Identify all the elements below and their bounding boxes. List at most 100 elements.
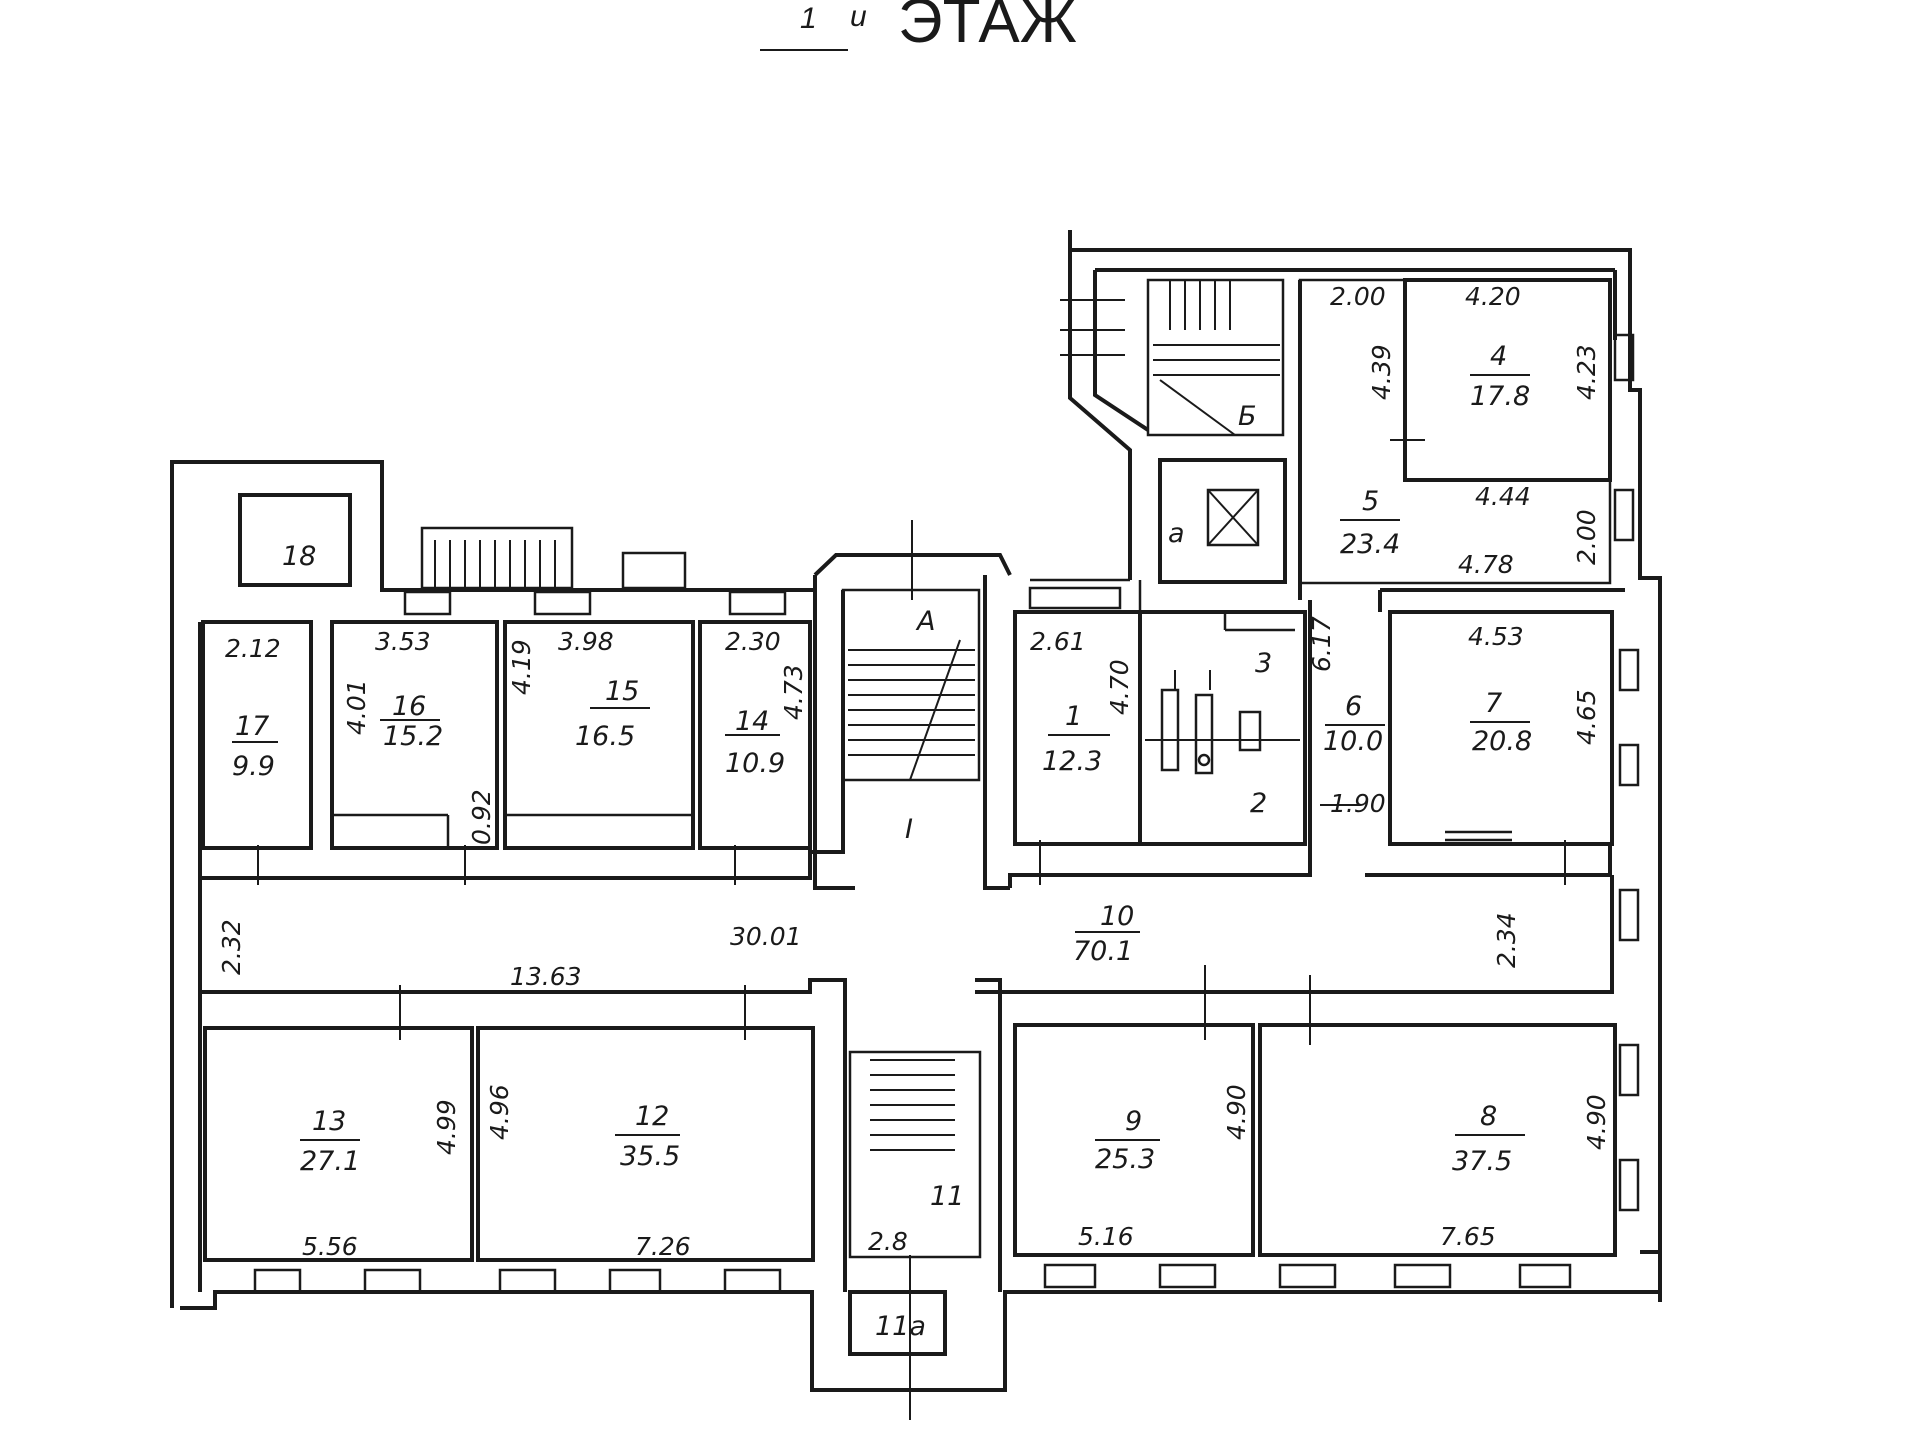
room-number: 8: [1480, 1101, 1497, 1132]
room-number: 13: [312, 1106, 346, 1137]
room-label-8: 8 37.5: [1452, 1101, 1525, 1177]
window-markers: [253, 333, 1640, 1294]
room-number: 2: [1250, 788, 1267, 819]
room-number: 14: [735, 706, 769, 737]
dim-label: 4.39: [1367, 344, 1396, 400]
room-label-9: 9 25.3: [1095, 1106, 1160, 1175]
stair-small-icon: [870, 1059, 955, 1151]
room-label-10: 10 70.1: [1073, 901, 1140, 967]
stair-b-icon: [1060, 280, 1280, 436]
room-label-4: 4 17.8: [1470, 341, 1530, 412]
room-area: 37.5: [1452, 1146, 1512, 1177]
floor-word: ЭТАЖ: [898, 0, 1077, 56]
dim-label: 0.92: [467, 789, 496, 845]
balcony-railing-icon: [434, 540, 556, 588]
room-area: 70.1: [1073, 936, 1133, 967]
room-number: 1: [1065, 701, 1082, 732]
dim-label: 4.65: [1572, 689, 1601, 745]
room-area: 10.0: [1323, 726, 1383, 757]
dim-label: 7.26: [635, 1232, 691, 1261]
stair-a-label: А: [915, 606, 935, 637]
room-number: 4: [1490, 341, 1507, 372]
room-number: 17: [235, 711, 269, 742]
room-area: 35.5: [620, 1141, 680, 1172]
room-label-11a: 11а: [875, 1311, 926, 1342]
room-number: 12: [635, 1101, 669, 1132]
room-label-16: 16 15.2: [380, 691, 443, 752]
room-label-13: 13 27.1: [300, 1106, 360, 1177]
room-number: 7: [1485, 688, 1502, 719]
room-label-7: 7 20.8: [1470, 688, 1532, 757]
room-label-5: 5 23.4: [1340, 486, 1400, 560]
floor-prefix: и: [850, 0, 867, 33]
room-area: 25.3: [1095, 1144, 1155, 1175]
room-number: 9: [1125, 1106, 1142, 1137]
room-label-3: 3: [1255, 648, 1272, 679]
room-number: 10: [1100, 901, 1134, 932]
room-number: 16: [392, 691, 426, 722]
room-number: 3: [1255, 648, 1272, 679]
bathroom-fixtures-icon: [1145, 670, 1300, 775]
dim-label: 2.00: [1330, 282, 1386, 311]
dim-label: 4.53: [1468, 622, 1524, 651]
room-area: 23.4: [1340, 529, 1400, 560]
dim-label: 4.70: [1105, 659, 1134, 715]
dim-label: 4.96: [485, 1084, 514, 1140]
room-label-11: 11: [930, 1181, 964, 1212]
dim-label: 4.90: [1582, 1094, 1611, 1150]
dim-label: 7.65: [1440, 1222, 1496, 1251]
room-label-18: 18: [282, 541, 316, 572]
dim-label: 6.17: [1307, 616, 1336, 672]
dim-label: 2.32: [217, 919, 246, 975]
dim-label: 4.01: [342, 679, 371, 735]
dimension-labels: 2.00 4.20 4.39 4.23 4.44 4.78 2.00 6.17 …: [217, 282, 1611, 1261]
room-number: 6: [1345, 691, 1362, 722]
dim-label: 4.44: [1475, 482, 1531, 511]
dim-label: 4.99: [432, 1099, 461, 1155]
room-label-12: 12 35.5: [615, 1101, 680, 1172]
dim-label: 5.16: [1078, 1222, 1134, 1251]
outer-walls: [170, 230, 1662, 1392]
bottom-rooms: [203, 1023, 1617, 1356]
dim-label: 2.12: [225, 634, 281, 663]
room-number: 5: [1362, 486, 1379, 517]
dim-label: 2.00: [1572, 509, 1601, 565]
dim-label: 4.78: [1458, 550, 1514, 579]
elevator-label: а: [1168, 518, 1185, 549]
dim-label: 3.98: [558, 627, 614, 656]
dim-label: 30.01: [730, 922, 802, 951]
stair-roman-label: I: [905, 814, 913, 845]
room-label-17: 17 9.9: [232, 711, 278, 782]
dim-label: 1.90: [1330, 789, 1386, 818]
stair-b-label: Б: [1238, 401, 1257, 432]
dim-label: 2.34: [1492, 912, 1521, 968]
room-label-14: 14 10.9: [725, 706, 785, 779]
floor-title: 1 и ЭТАЖ: [760, 0, 1077, 56]
door-markers: [257, 439, 1566, 1420]
stair-a-icon: [848, 520, 975, 781]
north-east-rooms: [1146, 278, 1612, 600]
room-area: 20.8: [1472, 726, 1532, 757]
room-18-block: [238, 493, 687, 590]
room-area: 12.3: [1042, 746, 1102, 777]
dim-label: 4.23: [1572, 344, 1601, 400]
dim-label: 4.90: [1222, 1084, 1251, 1140]
dim-label: 3.53: [375, 627, 431, 656]
dim-label: 2.8: [868, 1227, 908, 1256]
room-area: 16.5: [575, 721, 635, 752]
dim-label: 5.56: [302, 1232, 358, 1261]
right-middle-rooms: [1008, 578, 1625, 888]
room-label-1: 1 12.3: [1042, 701, 1110, 777]
room-label-2: 2: [1250, 788, 1267, 819]
floor-number: 1: [800, 2, 817, 35]
room-number: 18: [282, 541, 316, 572]
dim-label: 2.61: [1030, 627, 1086, 656]
dim-label: 2.30: [725, 627, 781, 656]
room-area: 10.9: [725, 748, 785, 779]
room-area: 17.8: [1470, 381, 1530, 412]
room-number: 11а: [875, 1311, 926, 1342]
room-label-6: 6 10.0: [1323, 691, 1385, 757]
dim-label: 4.73: [779, 664, 808, 720]
corridor-walls: [200, 875, 1614, 1292]
